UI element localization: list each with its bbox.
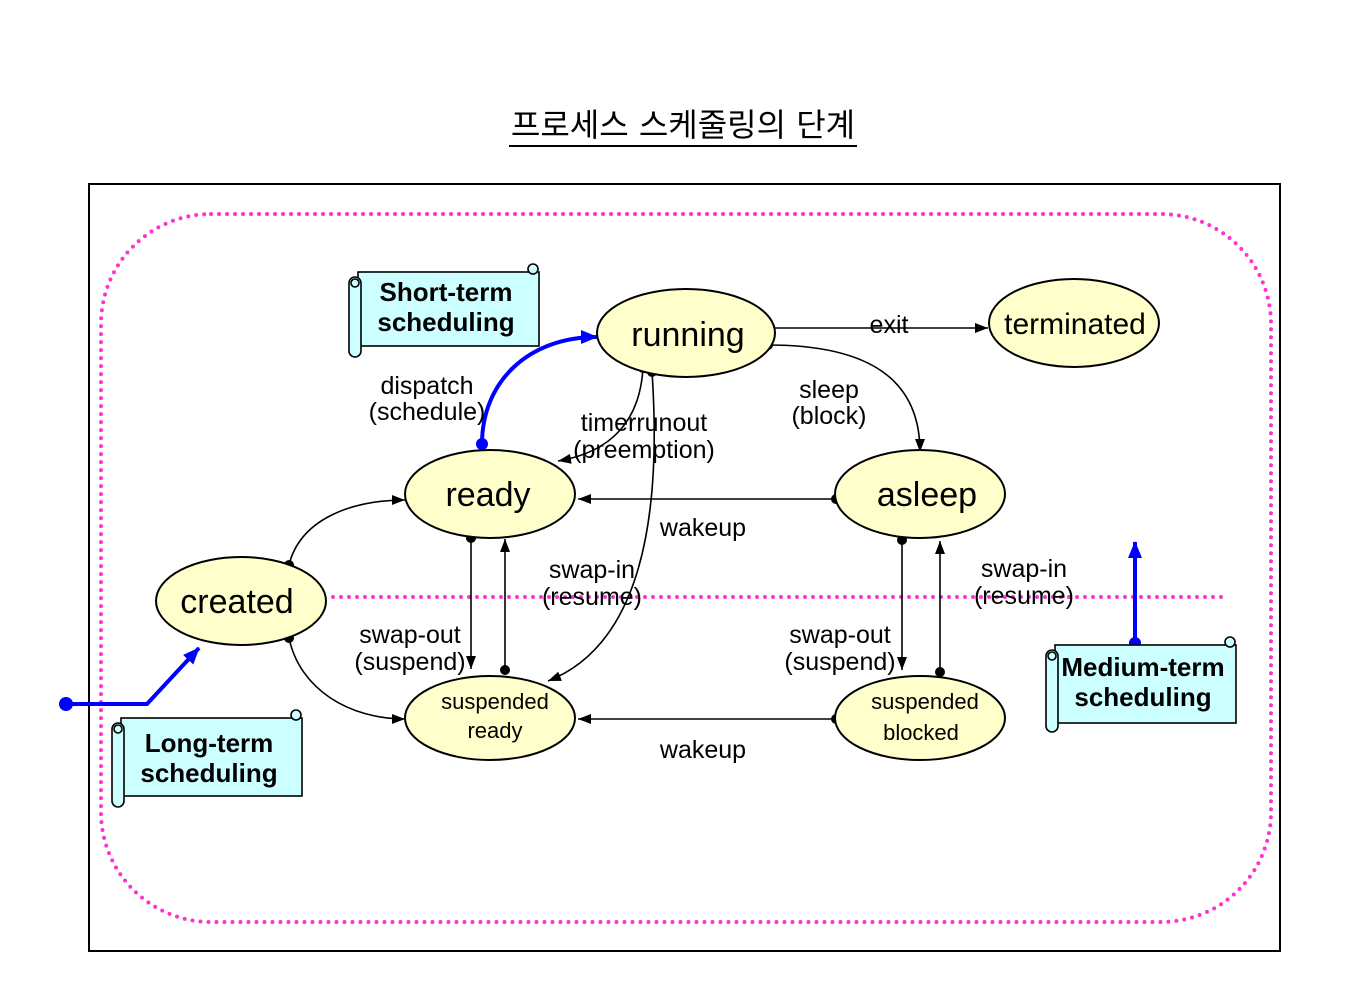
scroll-medium-term-roll [1045,649,1059,733]
scroll-short-term-line1: Short-term [380,277,513,307]
state-terminated-shape [988,278,1160,368]
label-sleep-line2: (block) [791,402,866,430]
state-ready-label: ready [445,476,530,514]
state-created: created [155,556,327,646]
label-swap-out-asleep-line2: (suspend) [784,648,895,676]
page-title: 프로세스 스케줄링의 단계 [508,106,858,147]
scroll-long-term-scheduling: Long-term scheduling [111,709,303,808]
scroll-medium-term-roll-curl [1047,651,1057,661]
state-asleep-shape [834,449,1006,539]
state-suspended-blocked-shape [834,675,1006,761]
label-swap-out-ready-line2: (suspend) [354,648,465,676]
scroll-long-term-body [120,717,303,797]
state-terminated: terminated [988,278,1160,368]
title-wrapper: 프로세스 스케줄링의 단계 [0,106,1366,147]
diagram-frame [88,183,1281,952]
label-swap-out-asleep-line1: swap-out [789,621,890,649]
state-suspended-blocked-label-line1: suspended [871,689,979,714]
label-sleep-line1: sleep [799,376,859,404]
scroll-short-term-line2: scheduling [377,307,514,337]
scroll-long-term-curl [290,709,302,721]
edge-sleep [767,344,925,453]
label-timerrunout-line2: (preemption) [573,436,715,464]
scroll-short-term-roll-curl [350,278,360,288]
state-created-shape [155,556,327,646]
scroll-short-term-curl [527,263,539,275]
scroll-long-term-roll [111,722,125,808]
state-ready-shape [404,449,576,539]
label-swap-in-blocked-line1: swap-in [981,555,1067,583]
label-swap-in-ready-line2: (resume) [542,583,642,611]
state-terminated-label: terminated [1004,308,1146,341]
scroll-short-term-roll [348,276,362,358]
state-suspended-ready-label-line1: suspended [441,689,549,714]
state-suspended-blocked: suspended blocked [834,675,1006,761]
scroll-medium-term-line1: Medium-term [1061,652,1224,682]
label-swap-in-blocked-line2: (resume) [974,582,1074,610]
state-asleep-label: asleep [877,476,977,514]
label-swap-in-ready-line1: swap-in [549,556,635,584]
state-running-label: running [631,316,744,354]
state-suspended-ready: suspended ready [404,675,576,761]
state-suspended-blocked-label-line2: blocked [883,720,959,745]
edge-dispatch [480,330,598,445]
label-exit: exit [870,311,909,339]
edge-long-term-admit [66,646,201,706]
scroll-short-term-body [357,271,540,347]
scroll-long-term-line1: Long-term [145,728,274,758]
label-dispatch-line2: (schedule) [369,398,486,426]
label-wakeup-asleep: wakeup [659,514,746,542]
edge-running-to-suspended-ready [547,371,656,682]
state-ready: ready [404,449,576,539]
edge-dispatch-origin [476,438,488,450]
state-asleep: asleep [834,449,1006,539]
label-swap-out-ready-line1: swap-out [359,621,460,649]
label-wakeup-blocked: wakeup [659,736,746,764]
state-created-label: created [180,583,293,621]
edge-created-to-suspended-ready [288,637,406,724]
scroll-short-term-scheduling: Short-term scheduling [348,263,540,358]
scroll-long-term-roll-curl [113,724,123,734]
edge-swap-in-ready-origin [500,665,510,675]
label-dispatch-line1: dispatch [380,372,473,400]
state-running-shape [596,288,776,378]
state-running: running [596,288,776,378]
scroll-medium-term-curl [1224,636,1236,648]
system-boundary [99,212,1273,924]
scroll-long-term-line2: scheduling [140,758,277,788]
edge-swap-in-blocked-origin [935,667,945,677]
edge-created-to-ready [288,495,406,566]
scroll-medium-term-scheduling: Medium-term scheduling [1045,636,1237,733]
edge-timerrunout [557,367,644,464]
state-suspended-ready-shape [404,675,576,761]
state-suspended-ready-label-line2: ready [467,718,522,743]
edge-long-term-admit-origin [59,697,73,711]
label-timerrunout-line1: timerrunout [581,409,707,437]
scroll-medium-term-line2: scheduling [1074,682,1211,712]
